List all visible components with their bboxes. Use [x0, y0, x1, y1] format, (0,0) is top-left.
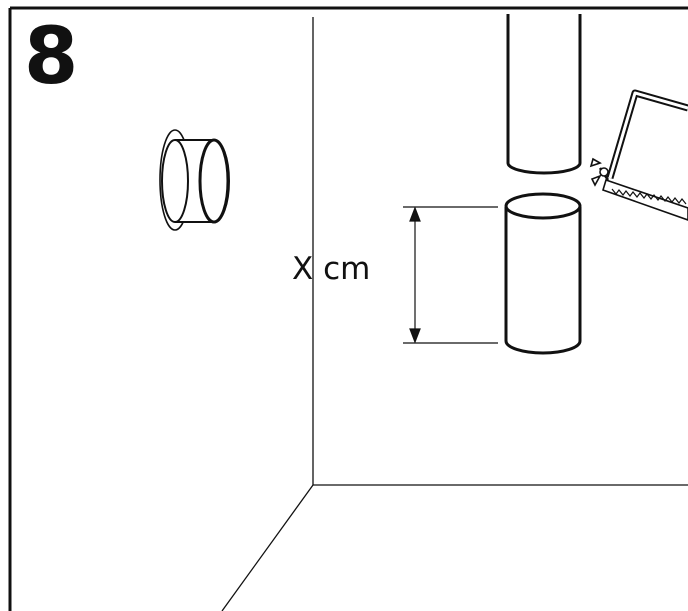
hacksaw-icon — [589, 89, 688, 221]
upper-pipe — [506, 14, 582, 175]
wall-flange — [159, 129, 230, 231]
step-number: 8 — [24, 12, 78, 102]
dimension-indicator — [403, 206, 498, 344]
frame — [8, 6, 688, 611]
room-corner — [221, 17, 688, 611]
dimension-label: X cm — [292, 251, 371, 287]
cut-pipe-section — [504, 192, 582, 355]
